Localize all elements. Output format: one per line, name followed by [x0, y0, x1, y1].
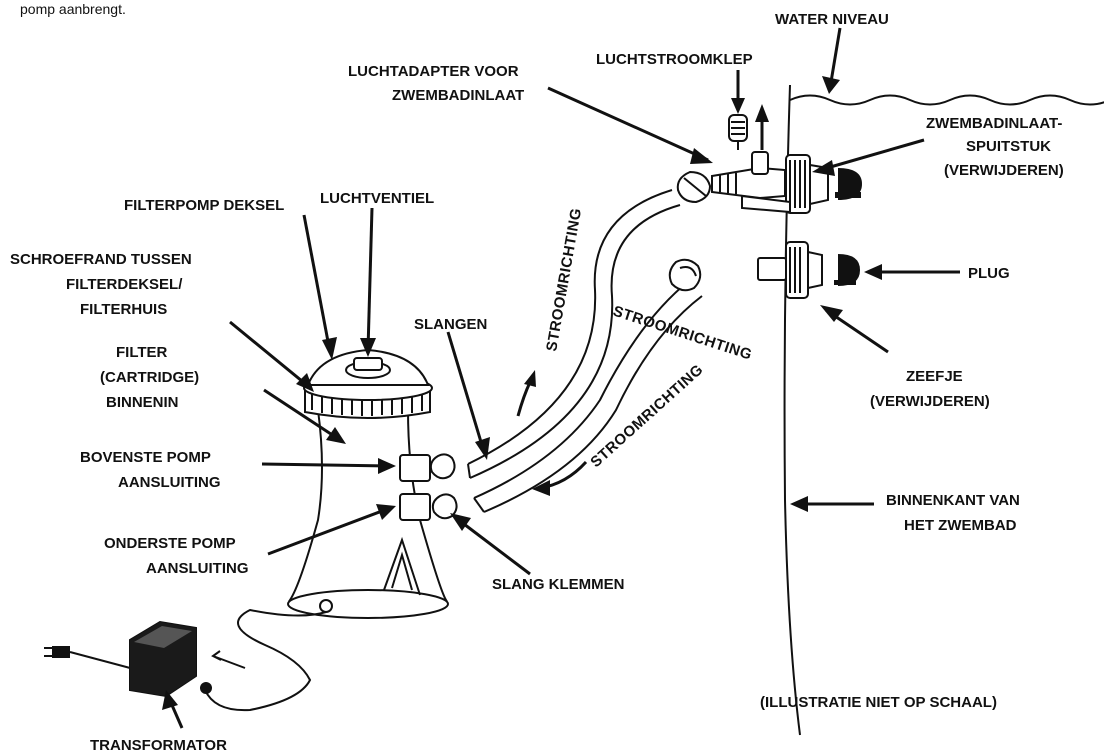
hose-clamps: [429, 453, 458, 520]
label-plug: PLUG: [968, 265, 1010, 282]
hoses: [467, 189, 703, 513]
pool-inlet-fitting: [785, 154, 829, 214]
label-inlaat-2: SPUITSTUK: [966, 138, 1051, 155]
hose-ring-top: [668, 258, 702, 292]
filter-pump: [287, 348, 449, 619]
air-adapter: [676, 151, 791, 214]
label-stroomrichting-3: STROOMRICHTING: [587, 361, 706, 471]
label-slang-klemmen: SLANG KLEMMEN: [492, 576, 625, 593]
pool-wall: [783, 84, 1104, 736]
transformer: [129, 620, 212, 698]
air-flow-valve: [728, 114, 748, 150]
plug-cap: [834, 254, 860, 286]
water-surface: [789, 94, 1104, 106]
label-inlaat-1: ZWEMBADINLAAT-: [926, 115, 1062, 132]
cord-arrow: [211, 650, 246, 669]
label-filter-1: FILTER: [116, 344, 168, 361]
label-schaal: (ILLUSTRATIE NIET OP SCHAAL): [760, 694, 997, 711]
label-binnenkant-2: HET ZWEMBAD: [904, 517, 1017, 534]
label-filterpomp-deksel: FILTERPOMP DEKSEL: [124, 197, 284, 214]
inlet-nozzle-cap: [835, 168, 862, 200]
label-luchtventiel: LUCHTVENTIEL: [320, 190, 434, 207]
power-cord: [69, 608, 327, 712]
flow-arrows: [516, 104, 769, 496]
callout-arrows: [162, 27, 960, 729]
label-filter-2: (CARTRIDGE): [100, 369, 199, 386]
label-onderste-2: AANSLUITING: [146, 560, 249, 577]
label-binnenkant-1: BINNENKANT VAN: [886, 492, 1020, 509]
label-transformator: TRANSFORMATOR: [90, 737, 227, 754]
label-onderste-1: ONDERSTE POMP: [104, 535, 236, 552]
label-slangen: SLANGEN: [414, 316, 487, 333]
plug-connector: [44, 646, 70, 658]
label-schroefrand-1: SCHROEFRAND TUSSEN: [10, 251, 192, 268]
label-bovenste-2: AANSLUITING: [118, 474, 221, 491]
label-zeefje-2: (VERWIJDEREN): [870, 393, 990, 410]
label-luchtadapter-1: LUCHTADAPTER VOOR: [348, 63, 519, 80]
strainer-fitting: [757, 241, 823, 299]
label-stroomrichting-1: STROOMRICHTING: [543, 207, 585, 353]
label-zeefje-1: ZEEFJE: [906, 368, 963, 385]
intro-text: pomp aanbrengt.: [20, 1, 126, 17]
label-bovenste-1: BOVENSTE POMP: [80, 449, 211, 466]
label-water-niveau: WATER NIVEAU: [775, 11, 889, 28]
label-schroefrand-3: FILTERHUIS: [80, 301, 167, 318]
label-luchtadapter-2: ZWEMBADINLAAT: [392, 87, 524, 104]
label-inlaat-3: (VERWIJDEREN): [944, 162, 1064, 179]
label-luchtstroomklep: LUCHTSTROOMKLEP: [596, 51, 753, 68]
label-schroefrand-2: FILTERDEKSEL/: [66, 276, 183, 293]
label-filter-3: BINNENIN: [106, 394, 179, 411]
